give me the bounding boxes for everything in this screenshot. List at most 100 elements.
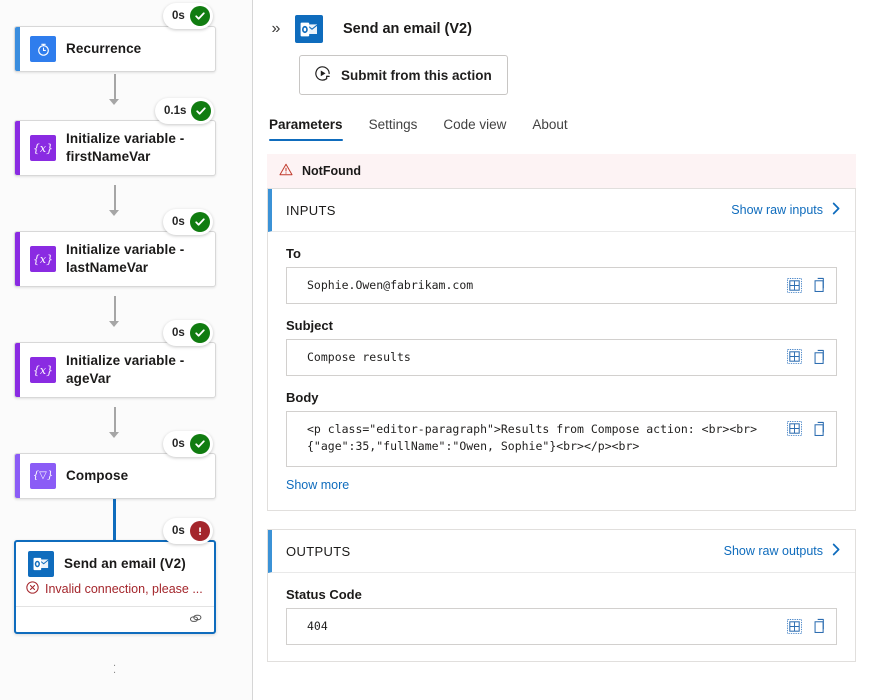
arrow-head-icon — [109, 321, 119, 327]
canvas-ellipsis: .. — [113, 657, 117, 676]
node-accent-bar — [15, 27, 20, 71]
status-badge-send-email: 0s — [163, 518, 213, 544]
tab-about[interactable]: About — [532, 117, 567, 141]
field-actions — [777, 420, 828, 437]
warning-triangle-icon — [279, 163, 293, 179]
inputs-section-header[interactable]: INPUTS Show raw inputs — [268, 189, 855, 232]
status-badge-init-lastname: 0s — [163, 209, 213, 235]
status-badge-init-age: 0s — [163, 320, 213, 346]
outputs-section: OUTPUTS Show raw outputs Status Code 404 — [267, 529, 856, 663]
field-label: Subject — [286, 317, 333, 333]
copy-icon[interactable] — [813, 349, 828, 365]
chevron-right-icon — [831, 543, 841, 559]
node-accent-bar — [15, 232, 20, 287]
field-value: 404 — [307, 619, 328, 634]
arrow-head-icon — [109, 210, 119, 216]
variable-icon: {x} — [30, 357, 56, 384]
node-init-lastname[interactable]: {x} Initialize variable - lastNameVar — [14, 231, 216, 288]
check-circle-icon — [189, 6, 210, 26]
clock-icon — [30, 36, 56, 62]
show-raw-inputs-link[interactable]: Show raw inputs — [731, 202, 841, 218]
canvas-panel-divider — [252, 0, 253, 700]
copy-icon[interactable] — [813, 618, 828, 634]
show-raw-outputs-label: Show raw outputs — [723, 544, 823, 559]
duration-label: 0s — [172, 216, 185, 228]
resubmit-play-icon — [313, 64, 332, 86]
node-init-firstname[interactable]: {x} Initialize variable - firstNameVar — [14, 120, 216, 177]
expand-table-icon[interactable] — [787, 421, 802, 437]
duration-label: 0s — [172, 438, 185, 450]
expand-table-icon[interactable] — [787, 618, 802, 634]
connector-firstname-to-lastname — [114, 185, 116, 213]
field-value-box[interactable]: 404 — [286, 608, 837, 646]
tab-label: Settings — [368, 117, 418, 132]
field-actions — [777, 617, 828, 634]
check-circle-icon — [189, 212, 210, 232]
field-label: Status Code — [286, 587, 362, 603]
arrow-head-icon — [109, 99, 119, 105]
expand-table-icon[interactable] — [787, 277, 802, 293]
outputs-section-title: OUTPUTS — [286, 543, 351, 559]
copy-icon[interactable] — [813, 421, 828, 437]
inputs-section-title: INPUTS — [286, 202, 336, 218]
compose-icon: {▽} — [30, 463, 56, 489]
show-raw-inputs-label: Show raw inputs — [731, 203, 823, 217]
connector-age-to-compose — [114, 407, 116, 435]
outlook-icon — [295, 15, 323, 43]
panel-header: » Send an email (V2) — [253, 0, 870, 43]
tab-parameters[interactable]: Parameters — [269, 117, 343, 141]
tab-label: Parameters — [269, 117, 343, 132]
field-value-box[interactable]: Compose results — [286, 338, 837, 376]
field-value-box[interactable]: <p class="editor-paragraph">Results from… — [286, 410, 837, 468]
variable-icon: {x} — [30, 135, 56, 162]
field-value-box[interactable]: Sophie.Owen@fabrikam.com — [286, 267, 837, 304]
chevron-right-icon — [831, 202, 841, 218]
error-banner-text: NotFound — [302, 164, 362, 178]
node-title: Initialize variable - ageVar — [66, 353, 185, 387]
field-label: Body — [286, 389, 319, 405]
node-compose[interactable]: {▽} Compose — [14, 453, 216, 499]
panel-tabs: Parameters Settings Code view About — [267, 117, 870, 141]
chevron-double-right-icon[interactable]: » — [271, 20, 281, 37]
connector-lastname-to-age — [114, 296, 116, 324]
node-accent-bar — [15, 343, 20, 398]
error-exclamation-icon — [189, 521, 210, 541]
inputs-section: INPUTS Show raw inputs To Sophie.Owen@fa… — [267, 188, 856, 512]
node-title: Compose — [66, 467, 129, 483]
field-to: To Sophie.Owen@fabrikam.com — [286, 246, 837, 304]
node-send-email[interactable]: Send an email (V2) Invalid connection, p… — [14, 540, 216, 634]
action-details-panel: » Send an email (V2) Subm — [253, 0, 870, 700]
field-label: To — [286, 246, 301, 261]
submit-button-label: Submit from this action — [341, 67, 492, 83]
error-text: Invalid connection, please ... — [45, 582, 203, 596]
tab-code-view[interactable]: Code view — [443, 117, 506, 141]
error-banner: NotFound — [267, 154, 856, 188]
node-error-message: Invalid connection, please ... — [16, 581, 214, 606]
duration-label: 0s — [172, 327, 185, 339]
duration-label: 0s — [172, 525, 185, 537]
node-recurrence[interactable]: Recurrence — [14, 26, 216, 72]
workflow-canvas[interactable]: .. 0s Recurrence 0.1s — [0, 0, 253, 700]
node-accent-bar — [15, 454, 20, 498]
tab-label: About — [532, 117, 568, 132]
copy-icon[interactable] — [813, 277, 828, 293]
show-raw-outputs-link[interactable]: Show raw outputs — [724, 543, 841, 559]
node-title: Initialize variable - firstNameVar — [66, 131, 185, 165]
field-body: Body <p class="editor-paragraph">Results… — [286, 390, 837, 495]
node-title: Initialize variable - lastNameVar — [66, 242, 185, 276]
check-circle-icon — [189, 434, 210, 454]
node-footer — [16, 606, 214, 632]
inputs-section-body: To Sophie.Owen@fabrikam.com — [268, 232, 855, 510]
node-title: Send an email (V2) — [64, 555, 186, 571]
outputs-section-header[interactable]: OUTPUTS Show raw outputs — [268, 530, 855, 574]
node-init-age[interactable]: {x} Initialize variable - ageVar — [14, 342, 216, 399]
connection-link-icon[interactable] — [187, 613, 204, 626]
expand-table-icon[interactable] — [787, 349, 802, 365]
submit-from-this-action-button[interactable]: Submit from this action — [299, 55, 508, 95]
tab-label: Code view — [443, 117, 507, 132]
tab-settings[interactable]: Settings — [369, 117, 418, 141]
show-more-link[interactable]: Show more — [286, 478, 350, 493]
outputs-section-body: Status Code 404 — [268, 573, 855, 661]
outlook-icon — [28, 551, 54, 577]
node-title: Recurrence — [66, 40, 142, 56]
